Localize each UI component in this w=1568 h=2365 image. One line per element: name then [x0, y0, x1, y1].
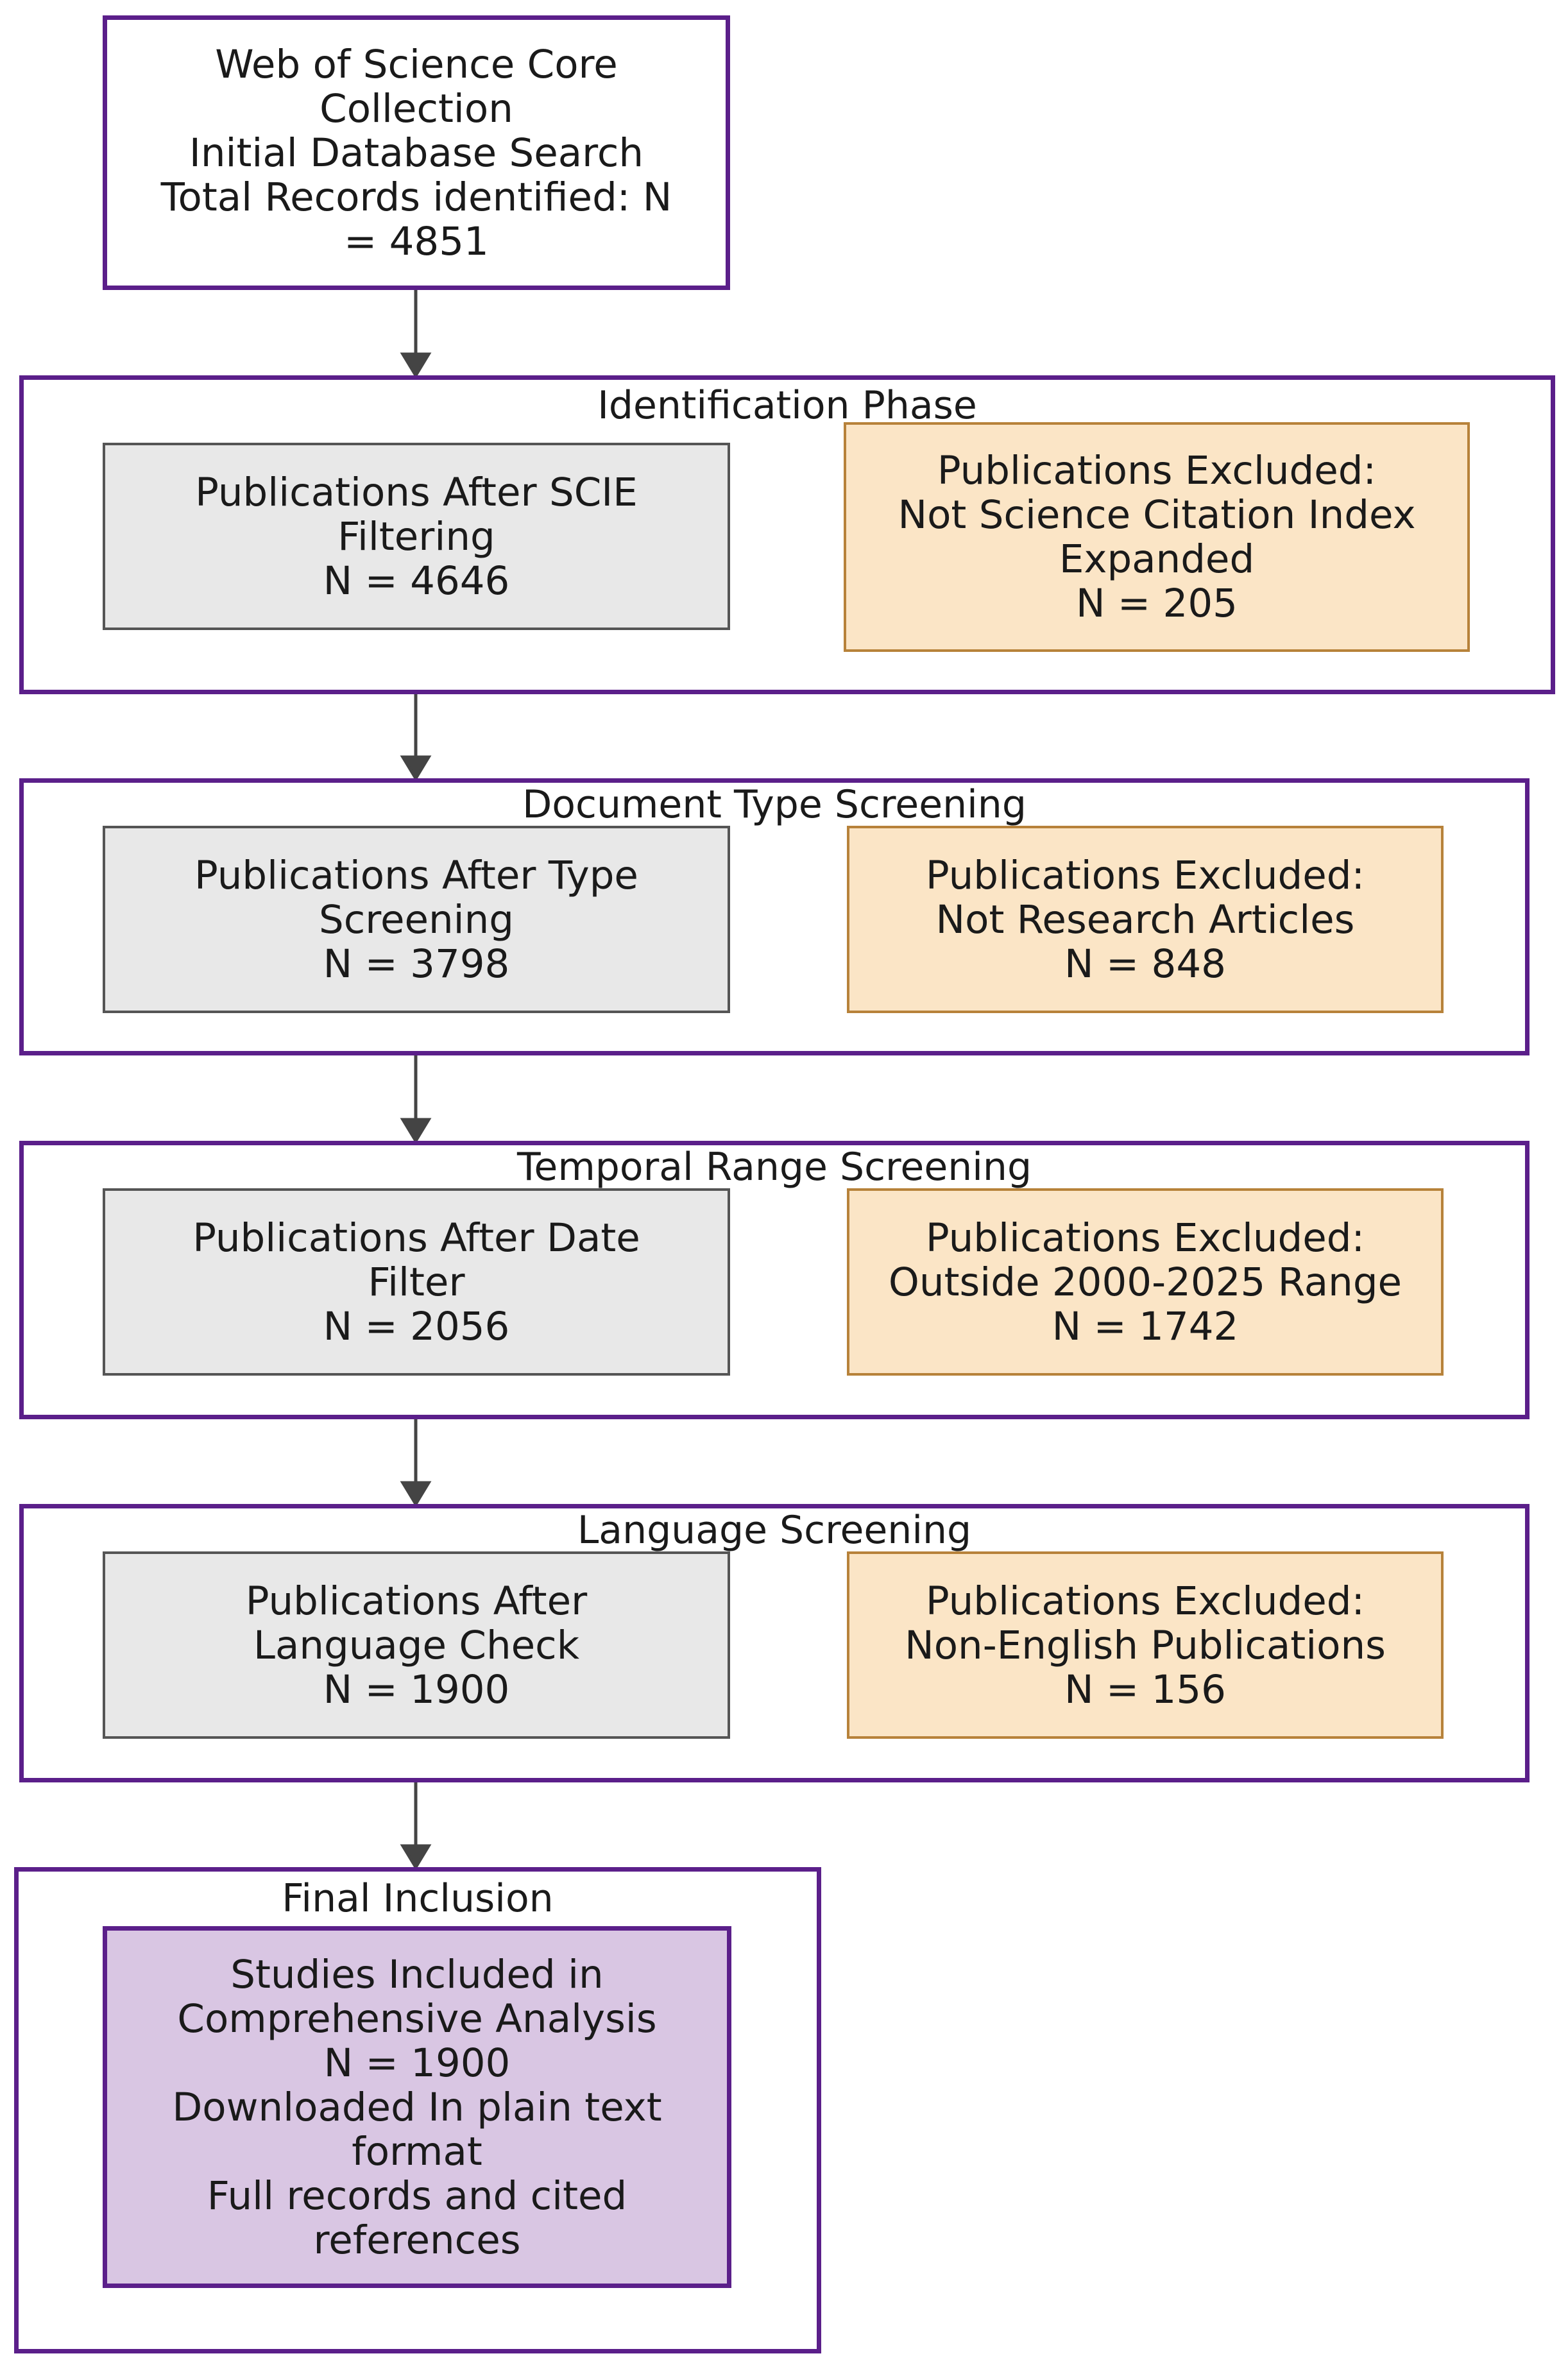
final-line: Comprehensive Analysis	[177, 1995, 657, 2042]
initial-search-box: Web of Science Core Collection Initial D…	[103, 15, 730, 290]
phase-title: Language Screening	[577, 1508, 972, 1553]
excluded-box-identification: Publications Excluded: Not Science Citat…	[844, 422, 1470, 652]
kept-count: N = 3798	[323, 941, 510, 987]
final-line: Studies Included in	[230, 1951, 604, 1997]
final-included-box: Studies Included in Comprehensive Analys…	[103, 1926, 731, 2288]
excluded-line: Publications Excluded:	[937, 448, 1377, 493]
arrowhead-3	[400, 1118, 432, 1144]
excluded-count: N = 1742	[1052, 1303, 1239, 1349]
start-line: Total Records identified: N	[160, 174, 672, 220]
kept-box-language: Publications After Language Check N = 19…	[103, 1551, 730, 1739]
final-line: Downloaded In plain text	[172, 2084, 662, 2130]
kept-line: Publications After	[245, 1578, 588, 1624]
kept-line: Language Check	[253, 1622, 580, 1668]
excluded-box-language: Publications Excluded: Non-English Publi…	[847, 1551, 1444, 1739]
excluded-line: Expanded	[1059, 536, 1255, 582]
excluded-count: N = 205	[1076, 581, 1238, 626]
arrowhead-2	[400, 755, 432, 781]
kept-line: Publications After Date	[192, 1215, 640, 1261]
start-line: Collection	[320, 85, 513, 132]
excluded-line: Not Science Citation Index	[898, 492, 1416, 538]
arrowhead-1	[400, 352, 432, 379]
kept-line: Filter	[368, 1259, 465, 1305]
start-line: Web of Science Core	[215, 41, 618, 87]
arrowhead-5	[400, 1844, 432, 1870]
phase-title: Document Type Screening	[522, 782, 1027, 827]
phase-title: Identification Phase	[597, 383, 977, 428]
final-count: N = 1900	[323, 2040, 511, 2086]
excluded-line: Non-English Publications	[905, 1622, 1386, 1668]
excluded-line: Publications Excluded:	[925, 1215, 1365, 1261]
kept-line: Publications After Type	[194, 852, 638, 898]
excluded-line: Not Research Articles	[935, 896, 1355, 943]
excluded-count: N = 848	[1064, 941, 1226, 987]
start-line: Initial Database Search	[189, 130, 644, 176]
final-line: format	[352, 2128, 482, 2174]
kept-count: N = 1900	[323, 1666, 510, 1712]
kept-count: N = 4646	[323, 558, 510, 604]
kept-line: Screening	[318, 896, 515, 943]
phase-title: Final Inclusion	[282, 1876, 554, 1921]
final-line: Full records and cited	[207, 2173, 627, 2219]
kept-box-type: Publications After Type Screening N = 37…	[103, 826, 730, 1013]
excluded-line: Publications Excluded:	[925, 852, 1365, 898]
kept-line: Publications After SCIE	[195, 469, 638, 515]
kept-box-identification: Publications After SCIE Filtering N = 46…	[103, 443, 730, 630]
kept-box-temporal: Publications After Date Filter N = 2056	[103, 1188, 730, 1376]
kept-count: N = 2056	[323, 1303, 510, 1349]
excluded-count: N = 156	[1064, 1666, 1226, 1712]
final-line: references	[313, 2217, 521, 2263]
phase-title: Temporal Range Screening	[516, 1145, 1032, 1190]
arrowhead-4	[400, 1481, 432, 1507]
start-line: = 4851	[344, 218, 489, 264]
excluded-line: Outside 2000-2025 Range	[888, 1259, 1402, 1305]
excluded-line: Publications Excluded:	[925, 1578, 1365, 1624]
kept-line: Filtering	[337, 513, 495, 559]
excluded-box-type: Publications Excluded: Not Research Arti…	[847, 826, 1444, 1013]
excluded-box-temporal: Publications Excluded: Outside 2000-2025…	[847, 1188, 1444, 1376]
